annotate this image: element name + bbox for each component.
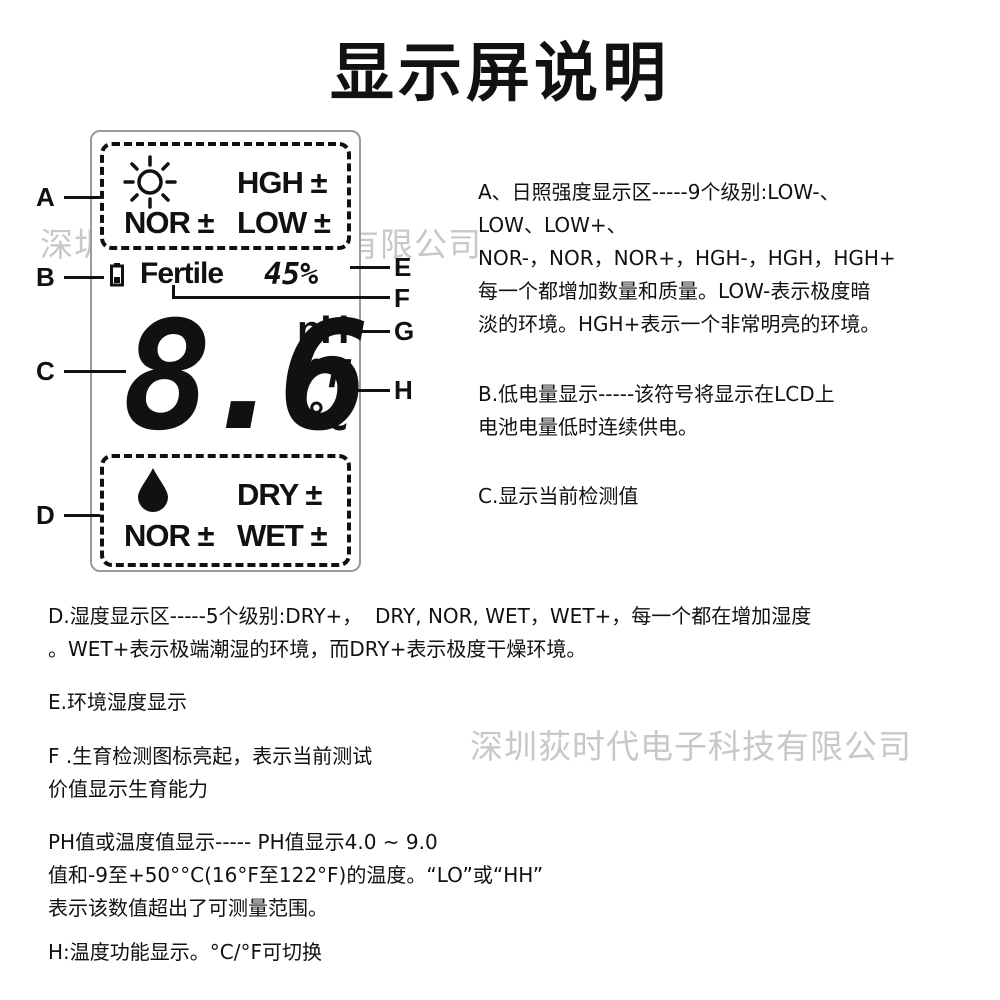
lcd-display: HGH ± NOR ± LOW ± Fertile 45% 8.6 pH °F …: [90, 130, 369, 572]
sun-icon: [123, 155, 177, 209]
desc-h: H:温度功能显示。°C/°F可切换: [48, 940, 322, 964]
callout-c: C: [36, 356, 55, 386]
light-nor-label: NOR ±: [124, 205, 215, 240]
callout-f: F: [394, 283, 410, 313]
desc-f-line: F .生育检测图标亮起，表示当前测试: [48, 744, 373, 768]
desc-e: E.环境湿度显示: [48, 690, 187, 714]
callout-f-line: [172, 296, 390, 299]
desc-d-line: D.湿度显示区-----5个级别:DRY+， DRY, NOR, WET，WET…: [48, 604, 812, 628]
callout-h-line: [345, 389, 390, 392]
moisture-wet-label: WET ±: [237, 518, 327, 553]
moisture-zone-frame: [100, 454, 351, 567]
desc-b-line: B.低电量显示-----该符号将显示在LCD上: [478, 382, 835, 406]
desc-g-line: 表示该数值超出了可测量范围。: [48, 896, 328, 920]
desc-d: D.湿度显示区-----5个级别:DRY+， DRY, NOR, WET，WET…: [48, 600, 811, 666]
callout-b: B: [36, 262, 55, 292]
desc-a-line: 淡的环境。HGH+表示一个非常明亮的环境。: [478, 312, 881, 336]
desc-b: B.低电量显示-----该符号将显示在LCD上 电池电量低时连续供电。: [478, 378, 835, 444]
callout-a-line: [64, 196, 100, 199]
humidity-value: 45%: [264, 257, 319, 292]
callout-a: A: [36, 182, 55, 212]
watermark: 深圳荻时代电子科技有限公司: [470, 727, 912, 766]
moisture-dry-label: DRY ±: [237, 477, 322, 512]
desc-a-line: LOW、LOW+、: [478, 213, 627, 237]
fahrenheit-label: °F: [305, 352, 351, 396]
desc-g-line: PH值或温度值显示----- PH值显示4.0 ~ 9.0: [48, 830, 438, 854]
callout-d-line: [64, 514, 100, 517]
desc-g: PH值或温度值显示----- PH值显示4.0 ~ 9.0 值和-9至+50°°…: [48, 826, 543, 925]
callout-b-line: [64, 276, 104, 279]
celsius-label: °C: [305, 395, 351, 439]
water-drop-icon: [138, 468, 168, 512]
light-zone-frame: [100, 142, 351, 250]
callout-d: D: [36, 500, 55, 530]
desc-a-line: 每一个都增加数量和质量。LOW-表示极度暗: [478, 279, 871, 303]
fertile-label: Fertile: [140, 257, 224, 290]
desc-c: C.显示当前检测值: [478, 484, 639, 508]
desc-f-line: 价值显示生育能力: [48, 777, 208, 801]
desc-d-line: 。WET+表示极端潮湿的环境，而DRY+表示极度干燥环境。: [48, 637, 587, 661]
page-title: 显示屏说明: [330, 37, 670, 111]
battery-icon: [110, 263, 124, 287]
callout-g: G: [394, 316, 415, 346]
callout-e-line: [350, 266, 390, 269]
light-hgh-label: HGH ±: [237, 165, 328, 200]
callout-g-line: [352, 330, 390, 333]
desc-g-line: 值和-9至+50°°C(16°F至122°F)的温度。“LO”或“HH”: [48, 863, 544, 887]
desc-a-line: NOR-，NOR，NOR+，HGH-，HGH，HGH+: [478, 246, 896, 270]
desc-b-line: 电池电量低时连续供电。: [478, 415, 698, 439]
desc-a: A、日照强度显示区-----9个级别:LOW-、 LOW、LOW+、 NOR-，…: [478, 176, 896, 341]
ph-label: pH: [297, 308, 349, 352]
desc-f: F .生育检测图标亮起，表示当前测试 价值显示生育能力: [48, 740, 372, 806]
callout-c-line: [64, 370, 126, 373]
desc-a-line: A、日照强度显示区-----9个级别:LOW-、: [478, 180, 840, 204]
moisture-nor-label: NOR ±: [124, 518, 215, 553]
callout-f-tick: [172, 285, 175, 299]
light-low-label: LOW ±: [237, 205, 331, 240]
callout-e: E: [394, 252, 412, 282]
reading-value: 8.6: [122, 290, 369, 464]
callout-h: H: [394, 375, 413, 405]
